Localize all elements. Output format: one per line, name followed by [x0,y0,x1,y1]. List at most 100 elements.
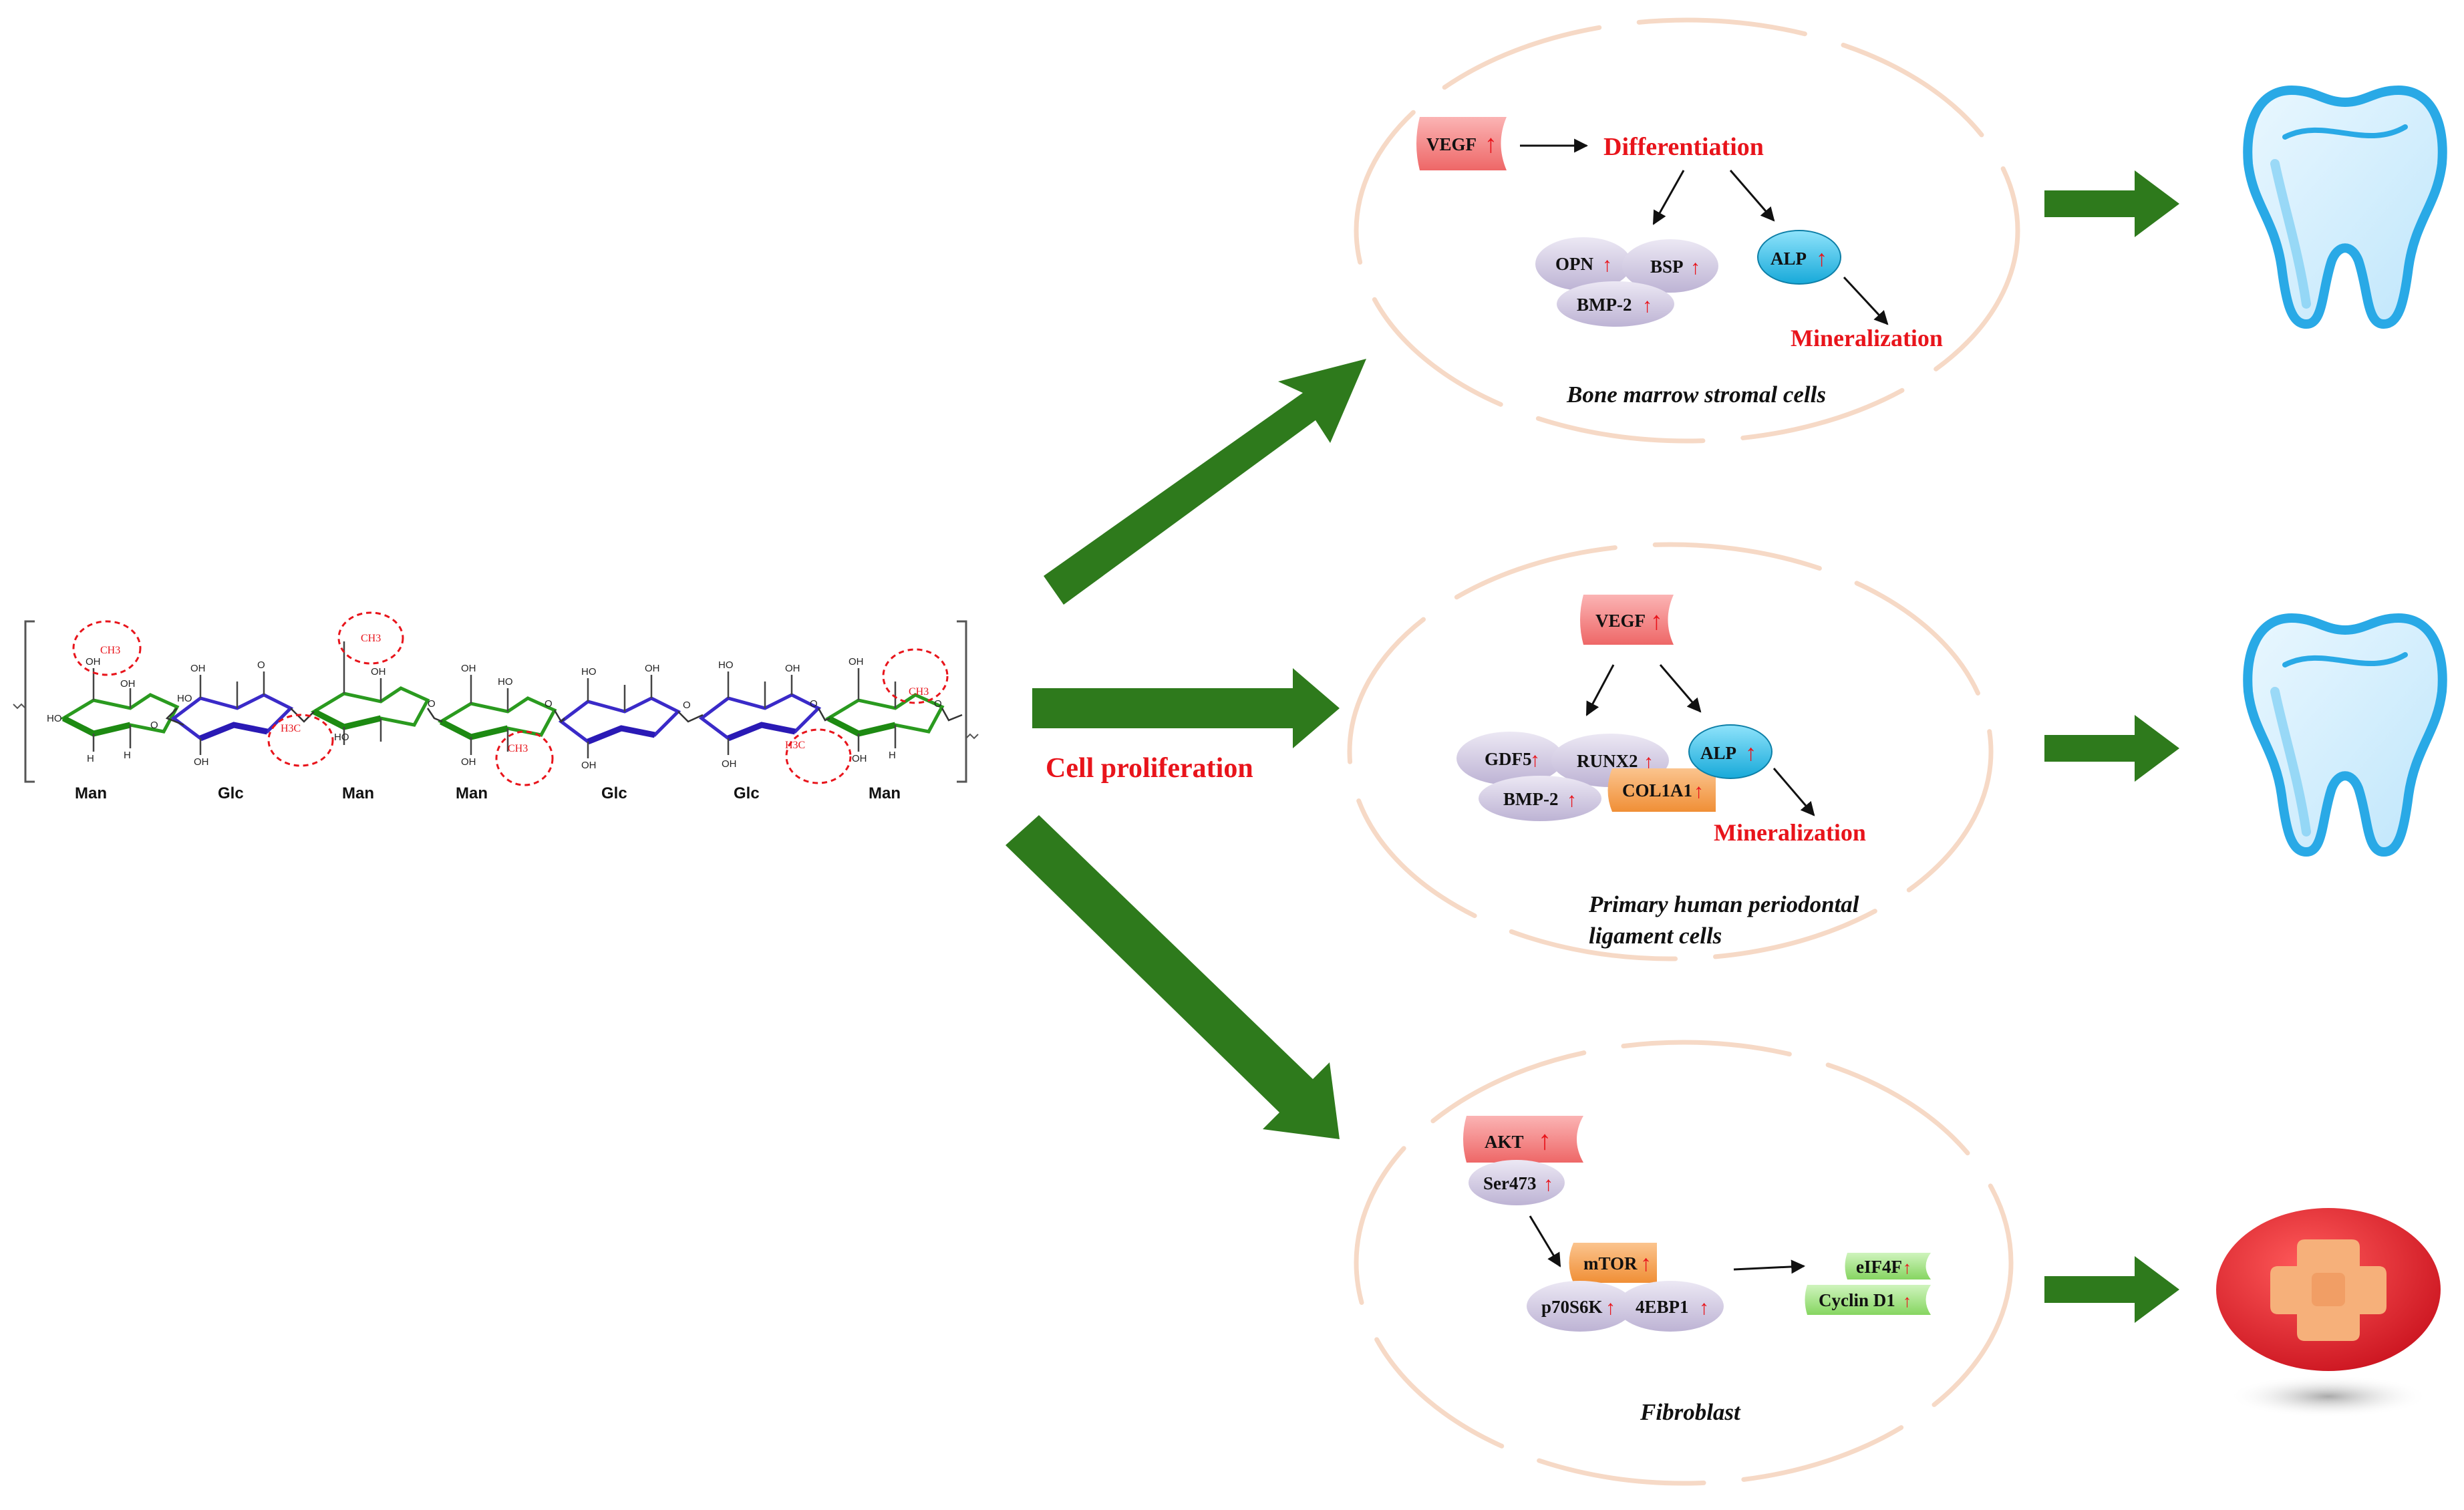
up-arrow: ↑ [1538,1125,1551,1155]
output-arrow-2 [2044,715,2179,782]
up-arrow: ↑ [1745,741,1756,766]
ring-glc-3 [698,693,822,742]
bsp-protein [1622,239,1718,293]
bmp2-label: BMP-2 [1503,789,1558,809]
up-arrow: ↑ [1530,749,1540,771]
tooth-icon [2243,85,2447,329]
up-arrow: ↑ [1567,789,1577,811]
up-arrow: ↑ [1903,1292,1911,1311]
up-arrow: ↑ [1699,1297,1709,1319]
atom-oh: OH [86,656,101,667]
p70s6k-label: p70S6K [1541,1297,1603,1317]
akt-label: AKT [1485,1132,1524,1152]
atom-ho: HO [334,732,349,743]
atom-oh: OH [581,760,597,771]
medical-cross-icon [2216,1208,2441,1418]
up-arrow: ↑ [1605,1297,1615,1319]
atom-ho: HO [581,666,597,677]
sugar-label-glc: Glc [601,784,627,802]
cyclin-receptor [1805,1285,1931,1315]
cyclin-label: Cyclin D1 [1819,1290,1895,1310]
cell-fibroblast [1354,1040,2014,1486]
eif4f-receptor [1845,1253,1931,1279]
ser473-label: Ser473 [1483,1173,1536,1193]
atom-o: O [428,698,436,710]
ser473-protein [1469,1160,1565,1205]
tooth-icon [2243,613,2447,857]
left-bracket [24,620,35,783]
4ebp1-label: 4EBP1 [1636,1297,1689,1317]
cell-type-label: Bone marrow stromal cells [1566,382,1826,408]
atom-ho: HO [718,659,734,671]
vegf-label: VEGF [1426,134,1477,154]
atom-oh: OH [852,753,867,764]
up-arrow: ↑ [1690,257,1700,279]
col1a1-label: COL1A1 [1622,780,1692,800]
atom-o: O [810,698,818,710]
panel-bone-marrow: VEGF ↑ Differentiation OPN ↑ BSP ↑ BMP-2… [1416,117,1943,408]
up-arrow: ↑ [1903,1258,1911,1277]
atom-oh: OH [461,663,476,674]
atom-h: H [124,750,131,761]
mtor-receptor [1569,1243,1657,1283]
atom-oh: OH [849,656,864,667]
cell-proliferation-label: Cell proliferation [1046,753,1253,784]
4ebp1-protein [1617,1281,1724,1332]
ring-man-2 [310,686,430,730]
p70s6k-protein [1527,1281,1634,1332]
sugar-label-glc: Glc [218,784,244,802]
ring-man-4 [824,693,945,737]
atom-h: H [87,753,94,764]
cell-type-label: Fibroblast [1640,1399,1741,1425]
mineralization-label: Mineralization [1714,819,1866,846]
differentiation-label: Differentiation [1603,133,1764,161]
arrow-to-periodontal [1032,668,1340,748]
cell-type-label: Primary human periodontal [1588,891,1859,917]
atom-oh: OH [461,756,476,768]
up-arrow: ↑ [1602,254,1612,276]
alp-label: ALP [1700,743,1736,763]
alp-label: ALP [1770,249,1807,269]
bmp2-protein [1479,776,1601,821]
alp-protein [1757,230,1841,285]
sugar-label-man: Man [456,784,488,802]
acetyl-group: CH3 [72,620,142,676]
up-arrow: ↑ [1644,751,1654,773]
up-arrow: ↑ [1650,607,1663,635]
mineralization-label: Mineralization [1791,325,1943,351]
atom-oh: OH [645,663,660,674]
atom-oh: OH [722,758,737,770]
atom-h: H [889,750,896,761]
cell-bone-marrow [1354,17,2020,444]
up-arrow: ↑ [1694,780,1704,802]
bsp-label: BSP [1650,257,1684,277]
vegf-receptor [1580,595,1674,645]
sugar-label-man: Man [75,784,107,802]
output-arrow-1 [2044,170,2179,237]
col1a1-receptor [1607,768,1716,812]
ring-man-3 [437,696,557,740]
runx2-label: RUNX2 [1577,751,1638,771]
opn-label: OPN [1555,254,1593,274]
acetyl-label: CH3 [909,686,929,698]
up-arrow: ↑ [1543,1173,1553,1195]
sugar-label-glc: Glc [734,784,760,802]
vegf-receptor [1416,117,1507,170]
atom-oh: OH [190,663,206,674]
mtor-label: mTOR [1583,1253,1638,1273]
up-arrow: ↑ [1642,295,1652,317]
akt-receptor [1463,1116,1583,1163]
acetyl-group: H3C [785,728,852,784]
gdf5-label: GDF5 [1485,749,1532,769]
atom-oh: OH [785,663,800,674]
acetyl-group: CH3 [882,648,949,704]
panel-periodontal: VEGF ↑ GDF5 ↑ RUNX2 ↑ BMP-2 ↑ COL1A1 ↑ A… [1456,595,1866,949]
atom-oh: OH [371,666,386,677]
atom-o: O [934,698,942,710]
acetyl-label: CH3 [361,633,381,644]
up-arrow: ↑ [1816,247,1827,271]
eif4f-label: eIF4F [1856,1257,1902,1277]
opn-protein [1535,237,1632,291]
glucomannan-structure: OH OH HO H H O HO OH OH O HO OH O OH HO … [13,611,979,802]
